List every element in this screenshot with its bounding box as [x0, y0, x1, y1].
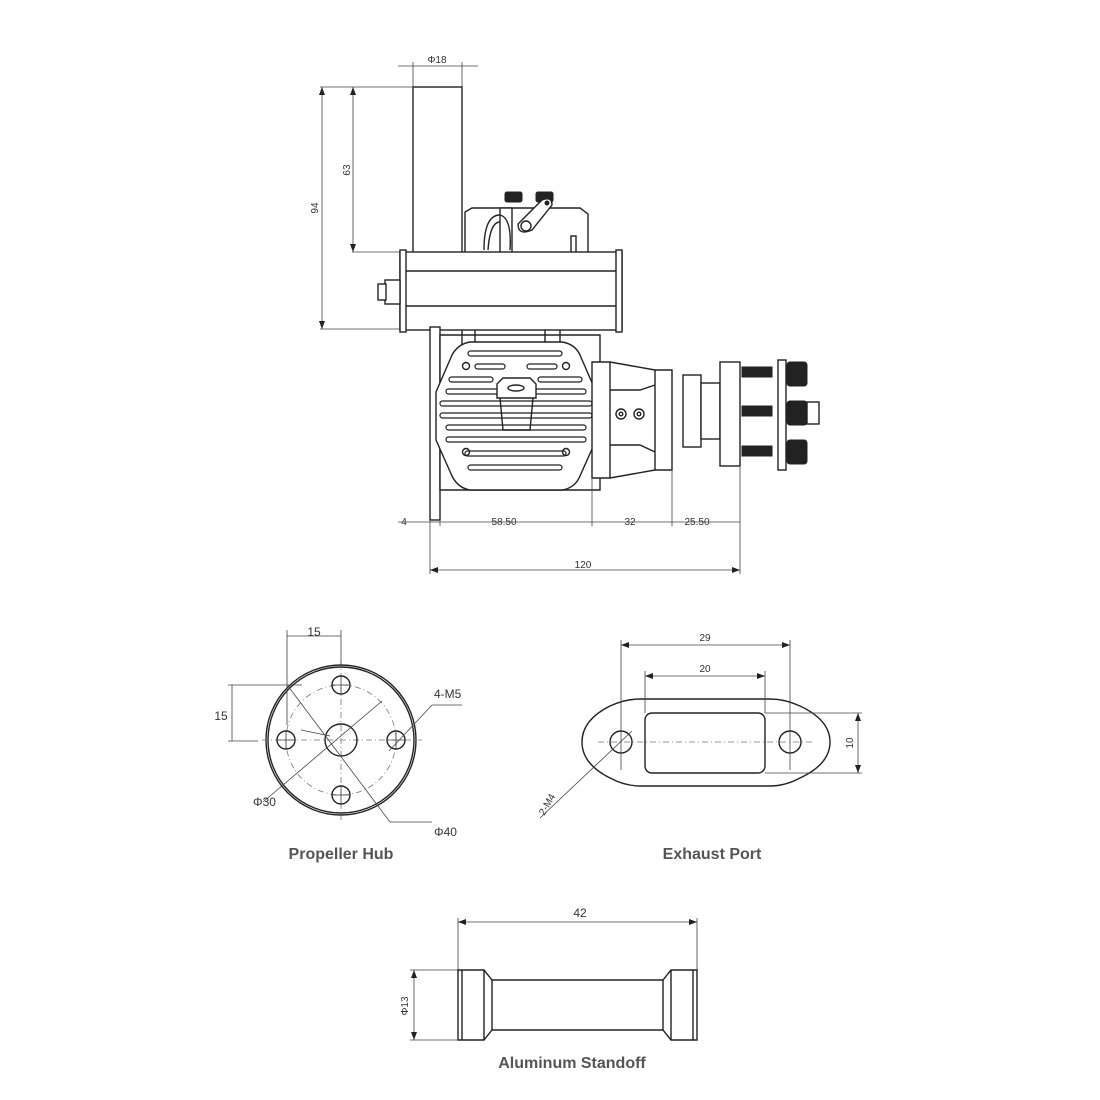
svg-text:15: 15	[307, 625, 321, 639]
svg-text:25.50: 25.50	[684, 517, 709, 528]
svg-text:42: 42	[573, 906, 587, 920]
svg-text:29: 29	[699, 633, 711, 644]
engine-side-view: Φ18 94 63	[310, 55, 820, 574]
svg-text:63: 63	[342, 164, 353, 176]
aluminum-standoff-view: 42 Φ13 Aluminum Standoff	[400, 906, 698, 1072]
svg-text:4: 4	[401, 517, 407, 528]
svg-text:120: 120	[575, 560, 592, 571]
muffler	[377, 249, 623, 333]
svg-text:Φ18: Φ18	[427, 55, 447, 66]
svg-text:32: 32	[624, 517, 636, 528]
propeller-hub-view: 15 15 4-M5 Φ30 Φ40 Propeller Hub	[214, 625, 462, 863]
aluminum-standoff-caption: Aluminum Standoff	[498, 1055, 646, 1072]
svg-text:15: 15	[214, 709, 228, 723]
svg-text:2-M4: 2-M4	[537, 792, 558, 818]
horizontal-dimensions: 4 58.50 32 25.50 120	[398, 466, 741, 574]
prop-hub-side	[682, 359, 820, 471]
svg-text:Φ13: Φ13	[400, 996, 411, 1016]
svg-text:94: 94	[310, 202, 321, 214]
svg-text:4-M5: 4-M5	[434, 687, 462, 701]
cylinder-head	[435, 341, 597, 491]
propeller-hub-caption: Propeller Hub	[289, 846, 394, 863]
carburetor	[464, 191, 589, 254]
dim-stack-diameter: Φ18	[398, 55, 478, 88]
svg-text:58.50: 58.50	[491, 517, 516, 528]
svg-text:10: 10	[845, 737, 856, 749]
svg-text:Φ30: Φ30	[253, 795, 276, 809]
crankcase	[591, 361, 673, 479]
dim-stack-height: 63	[342, 87, 400, 253]
exhaust-port-view: 29 20 10 2-M4 Exhaust Port	[537, 633, 862, 863]
exhaust-port-caption: Exhaust Port	[663, 846, 762, 863]
svg-text:Φ40: Φ40	[434, 825, 457, 839]
dim-total-height: 94	[310, 86, 413, 330]
svg-text:20: 20	[699, 664, 711, 675]
exhaust-stack	[412, 86, 463, 254]
